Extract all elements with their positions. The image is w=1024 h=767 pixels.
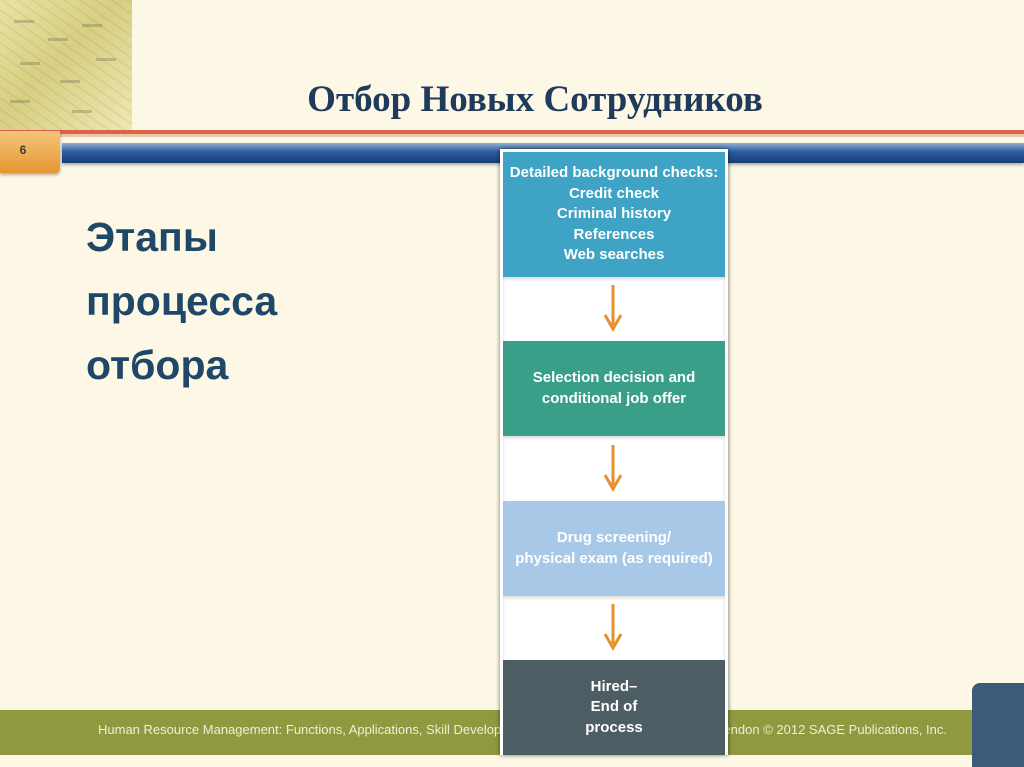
stage-line: References [573,225,655,243]
stage-line: Drug screening/ [556,529,672,546]
down-arrow-icon [603,604,623,652]
title-rule-shadow [0,134,1024,137]
stage-line: Web searches [563,246,665,264]
stage-line: End of [590,698,638,716]
footer-text: Human Resource Management: Functions, Ap… [98,722,958,737]
stage-selection-decision: Selection decision and conditional job o… [503,341,725,436]
down-arrow-icon [603,445,623,493]
down-arrow-icon [603,285,623,333]
selection-process-flowchart: Detailed background checks: Credit check… [500,149,728,755]
stage-line: process [585,718,643,736]
slide-number: 6 [19,143,27,157]
stage-line: Hired– [590,677,638,695]
stage-line: Criminal history [556,205,672,223]
stage-line: Credit check [568,184,660,202]
corner-tab [972,683,1024,767]
stage-drug-screening: Drug screening/ physical exam (as requir… [503,501,725,596]
subtitle-line: Этапы [86,214,218,260]
slide-subtitle: Этапы процесса отбора [86,205,346,397]
stage-line: Detailed background checks: [509,164,719,182]
subtitle-line: отбора [86,342,229,388]
stage-hired: Hired– End of process [503,660,725,755]
sticky-notes-photo [0,0,132,132]
stage-line: physical exam (as required) [515,549,713,567]
title-rule [0,130,1024,134]
stage-line: conditional job offer [541,389,687,407]
footer-text-left: Human Resource Management: Functions, Ap… [98,722,513,737]
footer-text-right: Hendon © 2012 SAGE Publications, Inc. [714,722,947,737]
stage-line: Selection decision and [532,369,696,386]
subtitle-line: процесса [86,278,278,324]
stage-background-checks: Detailed background checks: Credit check… [503,152,725,277]
slide-title: Отбор Новых Сотрудников [307,79,763,120]
slide-number-box [0,131,60,173]
